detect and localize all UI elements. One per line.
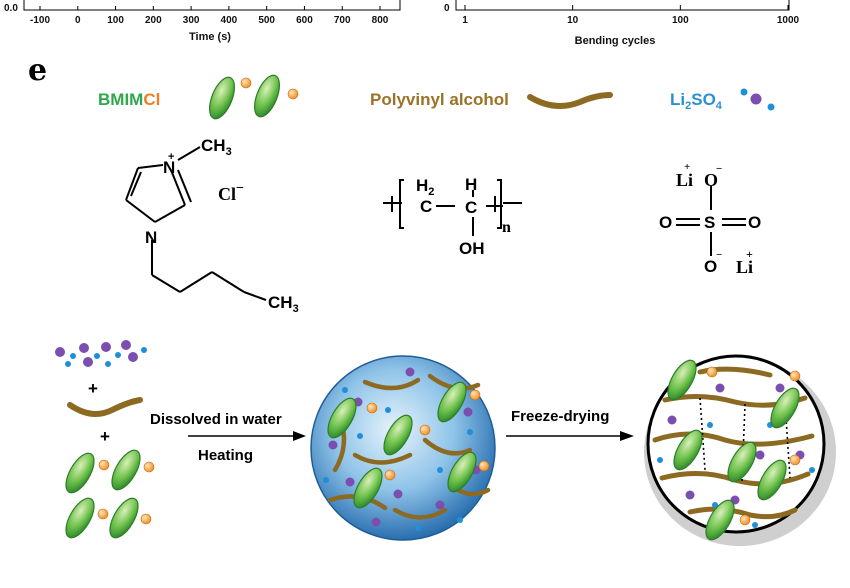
pva-h2: H2: [416, 176, 434, 198]
legend-pva-label: Polyvinyl alcohol: [370, 90, 509, 109]
time-axis-tick-label: 300: [183, 15, 200, 26]
y-axis-tick-zero: 0.0: [4, 3, 18, 14]
freeze-drying-arrow: Freeze-drying: [506, 408, 634, 441]
bmim-n-plus: N: [163, 158, 175, 177]
o-right-label: O: [748, 213, 761, 232]
bmim-cation-icon-2: [248, 71, 286, 121]
pva-chain-reagent: [67, 397, 143, 417]
legend-li2so4: Li2SO4: [670, 88, 775, 112]
time-axis-tick-label: 500: [258, 15, 275, 26]
pva-carbon-2: C: [465, 198, 477, 217]
bending-cycles-ticks: 1 10 100 1000: [462, 5, 800, 26]
legend-bmimcl: BMIMCl: [98, 71, 299, 123]
lithium-ion-icon: [740, 88, 748, 96]
pva-h: H: [465, 175, 477, 194]
time-axis-title: Time (s): [189, 31, 231, 43]
legend-bmimcl-label: BMIMCl: [98, 90, 160, 109]
y-axis-tick-zero-right: 0: [444, 3, 450, 14]
li-top-plus: +: [684, 161, 690, 173]
pva-carbon-1: C: [420, 197, 432, 216]
o-bottom-label: O: [704, 257, 717, 276]
plus-sign-1: +: [88, 379, 98, 398]
o-bottom-minus: −: [716, 249, 722, 261]
bmimcl-structure: [125, 146, 267, 301]
lithium-ion-icon-2: [767, 103, 775, 111]
pva-structure: [383, 179, 522, 236]
step-dissolved-label: Dissolved in water: [150, 411, 282, 428]
sulfate-ion-icon: [750, 93, 762, 105]
bending-cycles-axis: 0 1 10 100 1000 Bending cycles: [444, 0, 800, 47]
chloride-anion-icon: [240, 77, 252, 89]
li-bottom-label: Li: [736, 257, 753, 277]
legend-pva: Polyvinyl alcohol: [370, 90, 613, 109]
time-axis-tick-label: 0: [75, 15, 81, 26]
o-top-label: O: [704, 170, 718, 190]
solution-sphere: [310, 355, 496, 541]
bending-cycles-tick-label: 10: [567, 15, 579, 26]
panel-label: e: [28, 53, 47, 88]
bending-cycles-tick-label: 100: [672, 15, 689, 26]
li-top-label: Li: [676, 170, 693, 190]
bmim-butyl-methyl: CH3: [268, 293, 299, 315]
chloride-counterion: Cl−: [218, 181, 244, 204]
time-axis-tick-label: 400: [221, 15, 238, 26]
o-top-minus: −: [716, 163, 722, 175]
plus-sign-2: +: [100, 427, 110, 446]
pva-repeat-n: n: [502, 219, 511, 236]
time-axis-tick-label: 100: [107, 15, 124, 26]
time-axis: 0.0 -100 0 100 200 300 400 500 600 700 800 Time (…: [4, 0, 401, 43]
bmim-cation-icon: [203, 73, 241, 123]
time-axis-tick-label: 700: [334, 15, 351, 26]
step-heating-label: Heating: [198, 447, 253, 464]
time-axis-tick-label: 200: [145, 15, 162, 26]
pva-chain-icon: [527, 92, 613, 109]
dried-gel-sphere: [644, 354, 836, 546]
time-axis-ticks: -100 0 100 200 300 400 500 600 700 800: [30, 6, 389, 26]
bending-cycles-title: Bending cycles: [575, 35, 656, 47]
time-axis-tick-label: -100: [30, 15, 50, 26]
ion-cluster: [55, 340, 147, 367]
chloride-anion-icon-2: [287, 88, 299, 100]
li2so4-structure: [676, 186, 746, 256]
step-freeze-drying-label: Freeze-drying: [511, 408, 609, 425]
legend-li2so4-label: Li2SO4: [670, 90, 723, 112]
bmim-methyl-label: CH3: [201, 136, 232, 158]
pva-hydroxyl: OH: [459, 239, 485, 258]
reagents-column: + +: [55, 340, 155, 543]
o-left-label: O: [659, 213, 672, 232]
time-axis-tick-label: 600: [296, 15, 313, 26]
bending-cycles-tick-label: 1000: [777, 15, 800, 26]
time-axis-tick-label: 800: [372, 15, 389, 26]
li-bottom-plus: +: [746, 247, 753, 261]
bmim-plus-charge: +: [168, 151, 174, 163]
bmim-n-bottom: N: [145, 228, 157, 247]
bending-cycles-tick-label: 1: [462, 15, 468, 26]
dissolve-arrow: Dissolved in water Heating: [150, 411, 306, 464]
sulfur-label: S: [704, 213, 715, 232]
